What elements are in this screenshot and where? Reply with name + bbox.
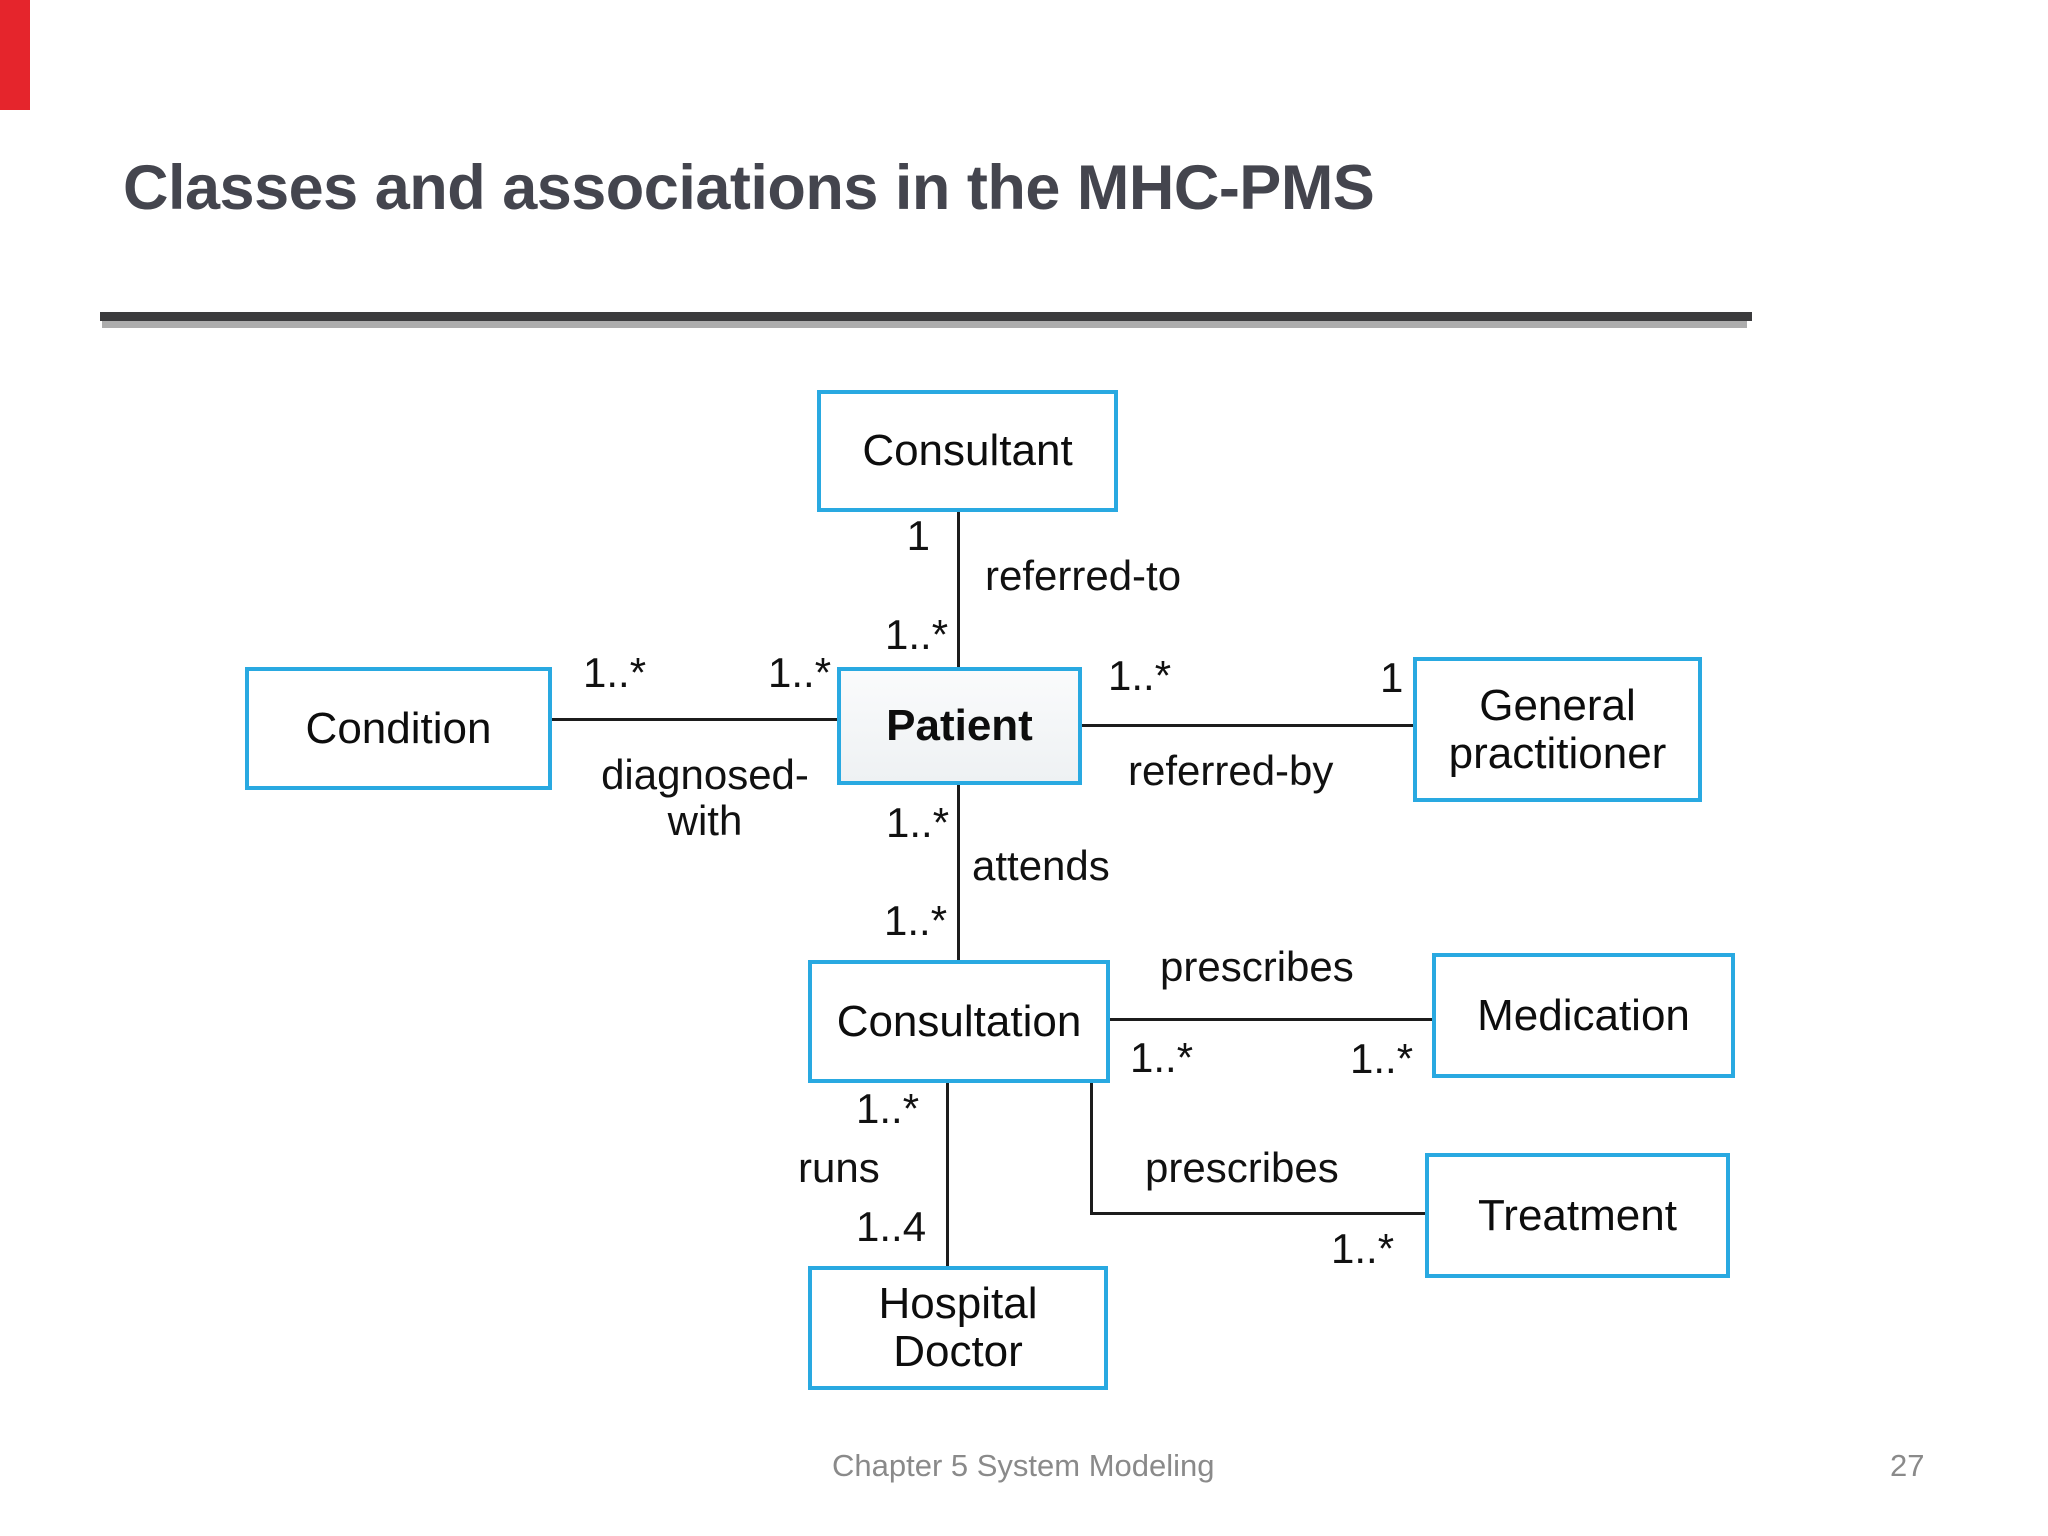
multiplicity-consultation-bottom: 1..* — [856, 1085, 920, 1132]
uml-class-medication-label: Medication — [1477, 990, 1690, 1040]
multiplicity-medication: 1..* — [1350, 1035, 1414, 1082]
edge-consultation-medication — [1110, 1018, 1432, 1021]
general-practitioner-line2: practitioner — [1448, 728, 1667, 778]
red-marker — [0, 0, 30, 110]
edge-patient-consultation — [957, 785, 960, 960]
uml-class-hospital-doctor-label: Hospital Doctor — [879, 1280, 1038, 1375]
multiplicity-consultant: 1 — [906, 512, 930, 559]
edge-patient-gp — [1082, 724, 1413, 727]
association-prescribes-medication: prescribes — [1160, 943, 1354, 990]
uml-class-treatment-label: Treatment — [1478, 1190, 1677, 1240]
uml-class-hospital-doctor: Hospital Doctor — [808, 1266, 1108, 1390]
divider-light-bar — [102, 321, 1748, 328]
multiplicity-consultation-right: 1..* — [1130, 1034, 1194, 1081]
association-referred-to: referred-to — [985, 552, 1182, 599]
uml-class-consultant-label: Consultant — [862, 426, 1073, 476]
uml-class-general-practitioner: General practitioner — [1413, 657, 1702, 802]
multiplicity-patient-top: 1..* — [885, 611, 949, 658]
general-practitioner-line1: General — [1479, 680, 1636, 730]
edge-consultant-patient — [957, 512, 960, 667]
edge-consultation-treatment-horizontal — [1090, 1212, 1425, 1215]
association-diagnosed-with: diagnosed- with — [575, 751, 835, 845]
multiplicity-consultation-top: 1..* — [884, 897, 948, 944]
multiplicity-patient-bottom: 1..* — [886, 799, 950, 846]
multiplicity-patient-left: 1..* — [768, 649, 832, 696]
association-prescribes-treatment: prescribes — [1145, 1144, 1339, 1191]
edge-consultation-hospital-doctor — [946, 1083, 949, 1266]
multiplicity-treatment: 1..* — [1331, 1225, 1395, 1272]
title-divider — [100, 312, 1752, 329]
uml-class-treatment: Treatment — [1425, 1153, 1730, 1278]
association-attends: attends — [972, 842, 1110, 889]
diagnosed-with-line1: diagnosed- — [601, 751, 809, 798]
hospital-doctor-line1: Hospital — [878, 1279, 1038, 1329]
uml-class-general-practitioner-label: General practitioner — [1449, 682, 1667, 777]
uml-class-medication: Medication — [1432, 953, 1735, 1078]
uml-class-consultation: Consultation — [808, 960, 1110, 1083]
uml-class-patient-label: Patient — [886, 701, 1033, 751]
association-runs: runs — [798, 1144, 880, 1191]
association-referred-by: referred-by — [1128, 747, 1334, 794]
multiplicity-patient-right: 1..* — [1108, 652, 1172, 699]
hospital-doctor-line2: Doctor — [893, 1327, 1023, 1376]
uml-class-consultation-label: Consultation — [836, 996, 1082, 1046]
edge-consultation-treatment-vertical — [1090, 1083, 1093, 1215]
uml-class-patient: Patient — [837, 667, 1082, 785]
uml-class-condition-label: Condition — [305, 703, 492, 753]
edge-condition-patient — [552, 718, 837, 721]
footer-page-number: 27 — [1890, 1448, 1925, 1483]
divider-dark-bar — [100, 312, 1752, 321]
multiplicity-hospital-doctor: 1..4 — [856, 1203, 927, 1250]
uml-class-consultant: Consultant — [817, 390, 1118, 512]
uml-class-condition: Condition — [245, 667, 552, 790]
multiplicity-condition: 1..* — [583, 649, 647, 696]
page-title: Classes and associations in the MHC-PMS — [123, 153, 1375, 223]
multiplicity-gp: 1 — [1380, 654, 1404, 701]
footer-chapter-text: Chapter 5 System Modeling — [832, 1448, 1215, 1483]
diagnosed-with-line2: with — [667, 797, 743, 845]
